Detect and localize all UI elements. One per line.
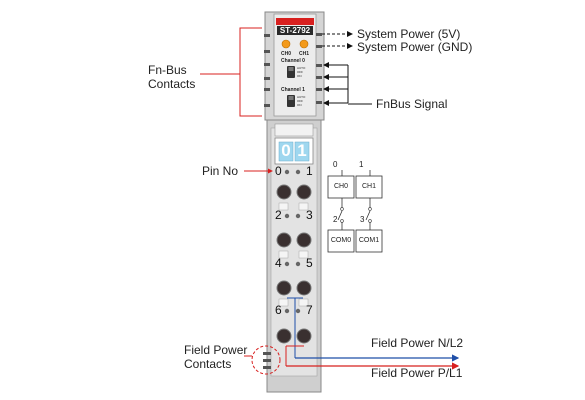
field-power-p-label: Field Power P/L1 xyxy=(371,366,463,380)
switch1-auto-label: AUTO xyxy=(297,95,306,99)
pin-number-3: 3 xyxy=(306,208,313,222)
system-power-arrows xyxy=(322,31,353,49)
fn-bus-contacts-label-line2: Contacts xyxy=(148,77,196,91)
led-label-ch0: CH0 xyxy=(281,51,292,57)
pin-number-6: 6 xyxy=(275,303,282,317)
indicator-digit-1: 1 xyxy=(297,141,307,160)
pin-number-1: 1 xyxy=(306,164,313,178)
schematic-box-ch1 xyxy=(355,175,383,199)
channel1-label: Channel 1 xyxy=(281,87,305,93)
pin-number-5: 5 xyxy=(306,256,313,270)
schematic-box-com1 xyxy=(355,229,383,253)
module-model-label: ST-2792 xyxy=(277,26,313,35)
led-label-ch1: CH1 xyxy=(299,51,310,57)
schematic-box-ch0 xyxy=(327,175,355,199)
schematic-label-com0: COM0 xyxy=(330,237,352,244)
indicator-digit-0: 0 xyxy=(281,141,291,160)
wire-opening xyxy=(276,184,292,200)
field-power-contacts-marker xyxy=(244,345,281,375)
wire-opening xyxy=(276,280,292,296)
pin-number-7: 7 xyxy=(306,303,313,317)
right-bus-contacts xyxy=(316,33,322,104)
wire-opening xyxy=(276,232,292,248)
wire-opening xyxy=(296,232,312,248)
schematic-label-ch1: CH1 xyxy=(361,183,376,190)
pin-number-0: 0 xyxy=(275,164,282,178)
system-power-5v-label: System Power (5V) xyxy=(357,27,461,41)
schematic-label-ch0: CH0 xyxy=(333,183,348,190)
wire-opening xyxy=(296,328,312,344)
io-module xyxy=(263,11,325,393)
fn-bus-contact-pins xyxy=(264,34,270,107)
channel0-label: Channel 0 xyxy=(281,58,305,64)
wire-opening xyxy=(276,328,292,344)
fnbus-signal-label: FnBus Signal xyxy=(376,97,448,111)
field-power-contacts-label-line2: Contacts xyxy=(184,357,232,371)
switch0-auto-label: AUTO xyxy=(297,66,306,70)
wire-opening xyxy=(296,184,312,200)
field-power-contacts-label-line1: Field Power xyxy=(184,343,248,357)
fnbus-signal-bracket xyxy=(323,62,372,106)
switch1-on-label: ON xyxy=(297,103,302,107)
pin-no-label: Pin No xyxy=(202,164,239,178)
terminal-pins xyxy=(276,169,312,344)
led-ch0 xyxy=(281,39,291,49)
fn-bus-contacts-label-line1: Fn-Bus xyxy=(148,63,187,77)
fn-bus-contacts-bracket xyxy=(200,27,262,117)
schematic-box-com0 xyxy=(327,229,355,253)
schematic-top-number-1: 1 xyxy=(359,160,364,169)
schematic-top-number-0: 0 xyxy=(333,160,338,169)
led-ch1 xyxy=(299,39,309,49)
schematic-label-com1: COM1 xyxy=(358,237,380,244)
switch1-off-label: OFF xyxy=(297,99,303,103)
schematic-bottom-number-3: 3 xyxy=(360,215,365,224)
model-label-red-strip xyxy=(276,18,314,25)
field-power-n-label: Field Power N/L2 xyxy=(371,336,464,350)
system-power-gnd-label: System Power (GND) xyxy=(357,40,473,54)
schematic-bottom-number-2: 2 xyxy=(333,215,338,224)
pin-number-4: 4 xyxy=(275,256,282,270)
wire-opening xyxy=(296,280,312,296)
pin-number-2: 2 xyxy=(275,208,282,222)
output-schematic xyxy=(327,170,383,253)
switch0-off-label: OFF xyxy=(297,70,303,74)
release-lever[interactable] xyxy=(274,123,314,137)
switch0-on-label: ON xyxy=(297,74,302,78)
